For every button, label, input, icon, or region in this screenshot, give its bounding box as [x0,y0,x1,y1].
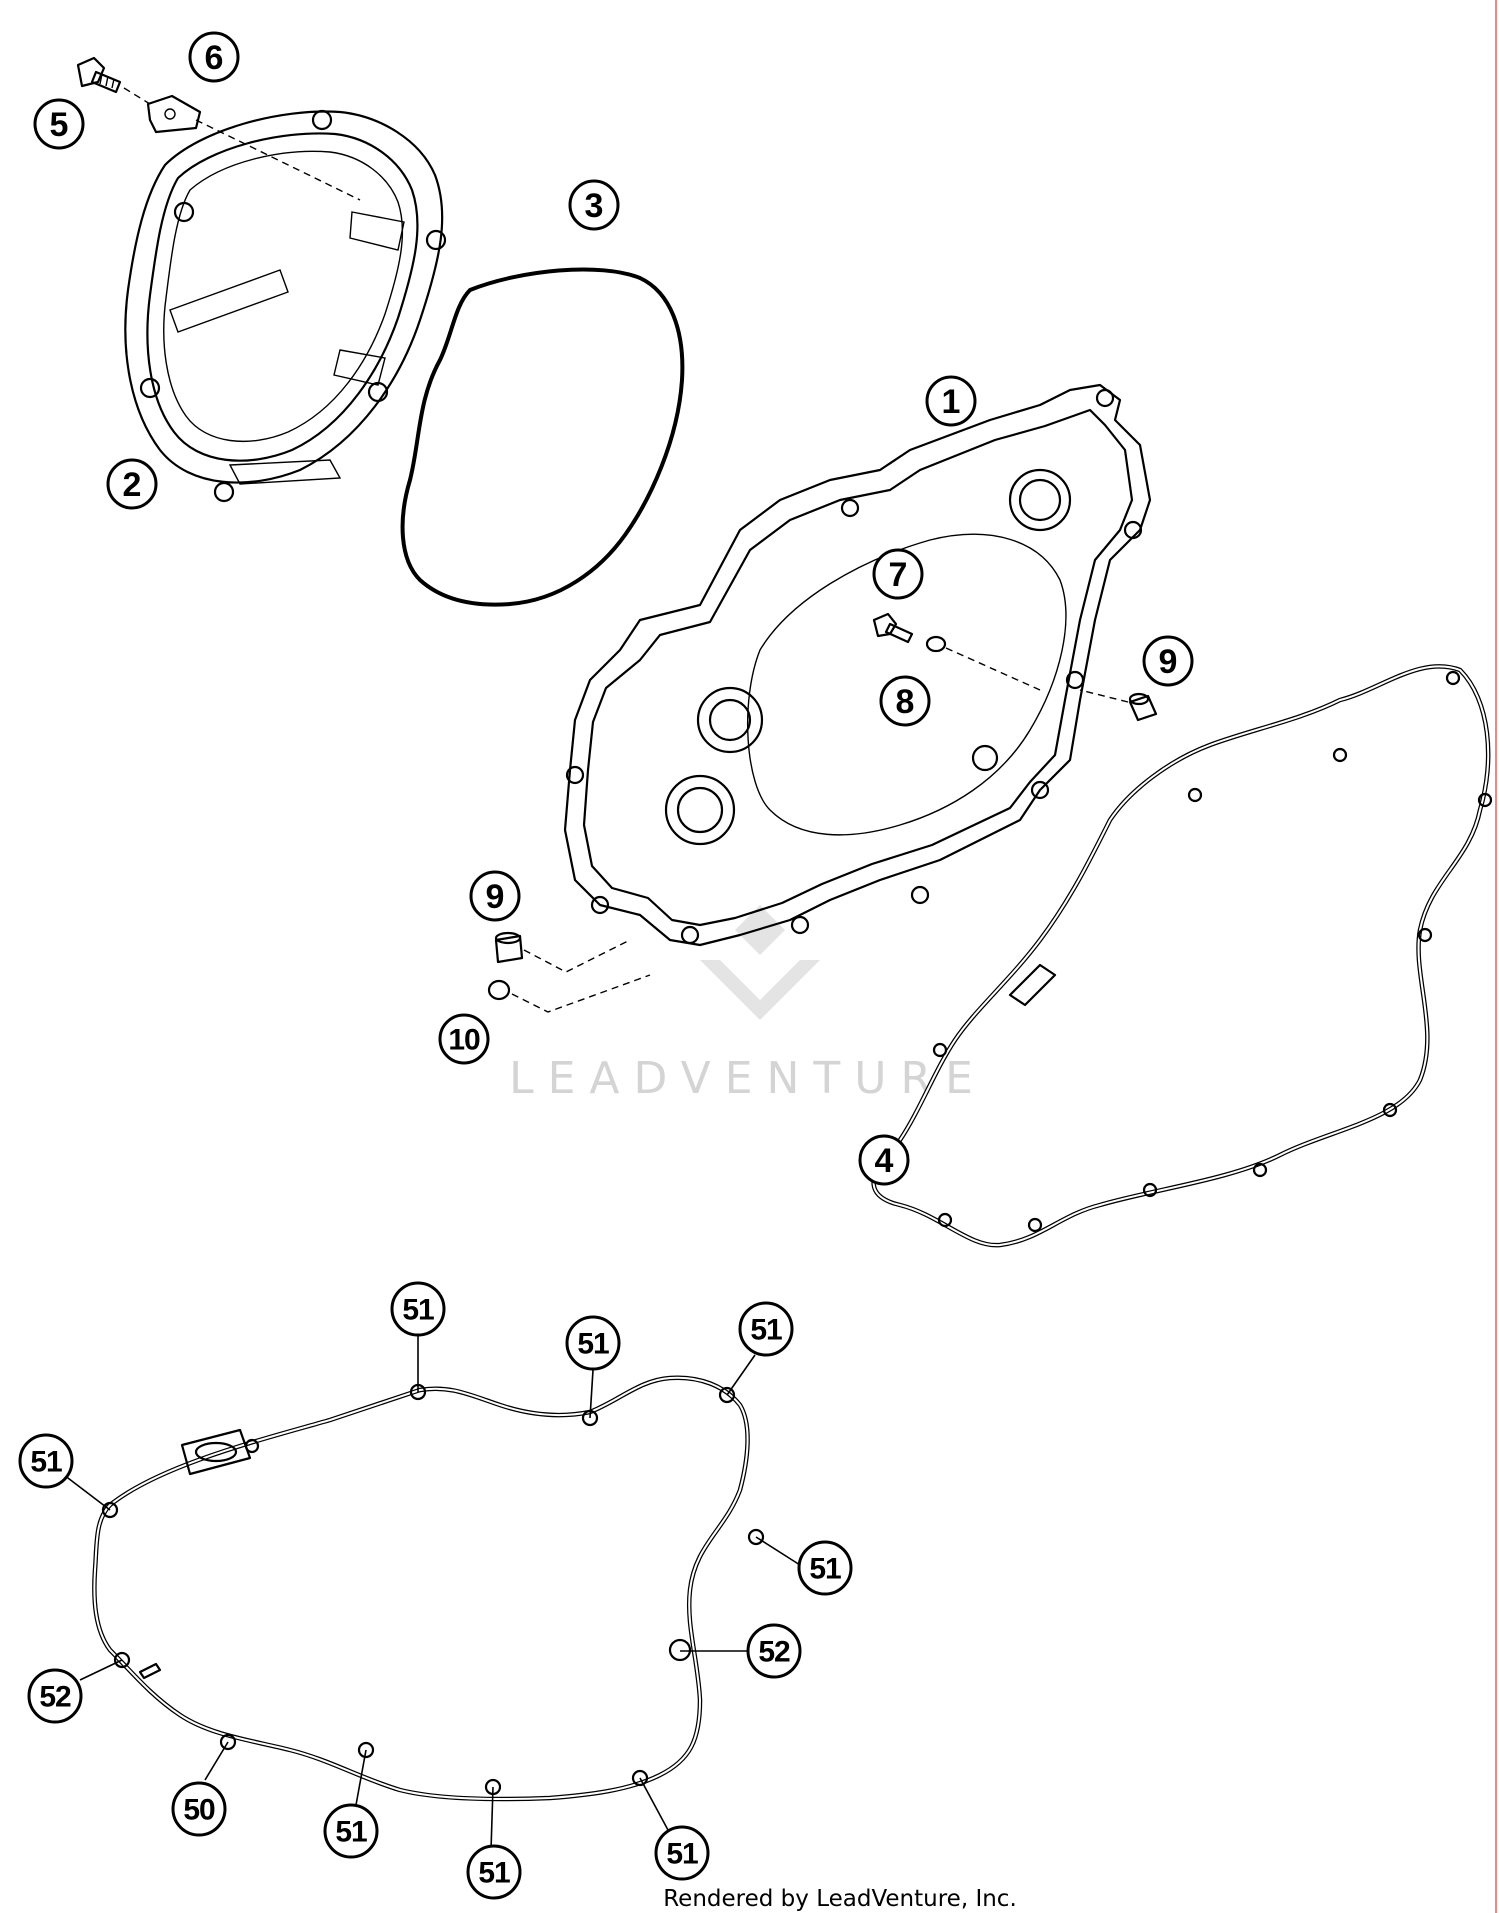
gasket-callout-top-left: 51 [390,1281,446,1337]
gasket-callout-bottom-3: 51 [466,1844,522,1900]
gasket-callout-left-lower: 52 [27,1668,83,1724]
cover-seal-ring [400,267,685,607]
gasket-callout-bottom-1-label: 50 [183,1794,215,1827]
callout-1: 1 [925,375,977,427]
gasket-callout-bottom-2-label: 51 [335,1816,367,1849]
callout-10: 10 [438,1013,490,1065]
dowel-9-lower [494,931,524,964]
watermark: LEADVENTURE [509,905,987,1104]
gasket-callout-bottom-4: 51 [654,1825,710,1881]
callout-3: 3 [568,179,620,231]
gasket-callout-top-mid: 51 [565,1315,621,1371]
washer-8 [925,635,947,653]
callout-5: 5 [33,98,85,150]
bracket-6 [146,94,202,134]
callout-1-label: 1 [942,383,961,421]
callout-9-lower-label: 9 [486,878,505,916]
footer-credit: Rendered by LeadVenture, Inc. [663,1886,1017,1912]
callout-3-label: 3 [585,187,604,225]
callout-7: 7 [872,548,924,600]
watermark-text: LEADVENTURE [509,1053,987,1104]
callout-7-label: 7 [889,556,908,594]
screw-7 [872,612,914,644]
assembly-line-7-8 [945,647,1041,691]
dowel-9-upper [1128,692,1158,722]
callout-9-upper-label: 9 [1159,643,1178,681]
callout-8: 8 [879,675,931,727]
callout-10-label: 10 [448,1024,480,1057]
assembly-line-10 [511,974,651,1013]
callout-5-label: 5 [50,106,69,144]
outer-clutch-cover [124,109,447,503]
callout-9-upper: 9 [1142,635,1194,687]
gasket-callout-top-mid-label: 51 [577,1328,609,1361]
leader-lines [63,1335,801,1851]
callout-4: 4 [858,1134,910,1186]
gasket-callout-bottom-1: 50 [171,1781,227,1837]
callout-2-label: 2 [123,466,142,504]
washer-10 [487,979,511,1001]
gasket-callout-right-upper: 51 [797,1540,853,1596]
gasket-callout-bottom-4-label: 51 [666,1838,698,1871]
gasket-callout-left-lower-label: 52 [39,1681,71,1714]
gasket-callout-right-mid: 52 [746,1623,802,1679]
gasket-callout-top-right-label: 51 [750,1314,782,1347]
assembly-line-5-6 [123,87,361,201]
callout-6: 6 [188,31,240,83]
callout-2: 2 [106,458,158,510]
gasket-detail [92,1375,765,1802]
gasket-callout-top-right: 51 [738,1301,794,1357]
gasket-callout-left-upper-label: 51 [30,1446,62,1479]
gasket-callout-top-left-label: 51 [402,1294,434,1327]
cover-gasket-4 [871,664,1493,1248]
gasket-callout-bottom-3-label: 51 [478,1857,510,1890]
callout-8-label: 8 [896,683,915,721]
gasket-callout-right-upper-label: 51 [809,1553,841,1586]
assembly-line-9-lower [523,939,631,973]
callout-9-lower: 9 [469,870,521,922]
gasket-callout-right-mid-label: 52 [758,1636,790,1669]
callout-6-label: 6 [205,39,224,77]
callout-4-label: 4 [875,1142,894,1180]
inner-clutch-cover [563,383,1152,947]
assembly-line-9-upper [1079,689,1129,703]
gasket-callout-left-upper: 51 [18,1433,74,1489]
bolt-5 [76,56,122,94]
gasket-callout-bottom-2: 51 [323,1803,379,1859]
